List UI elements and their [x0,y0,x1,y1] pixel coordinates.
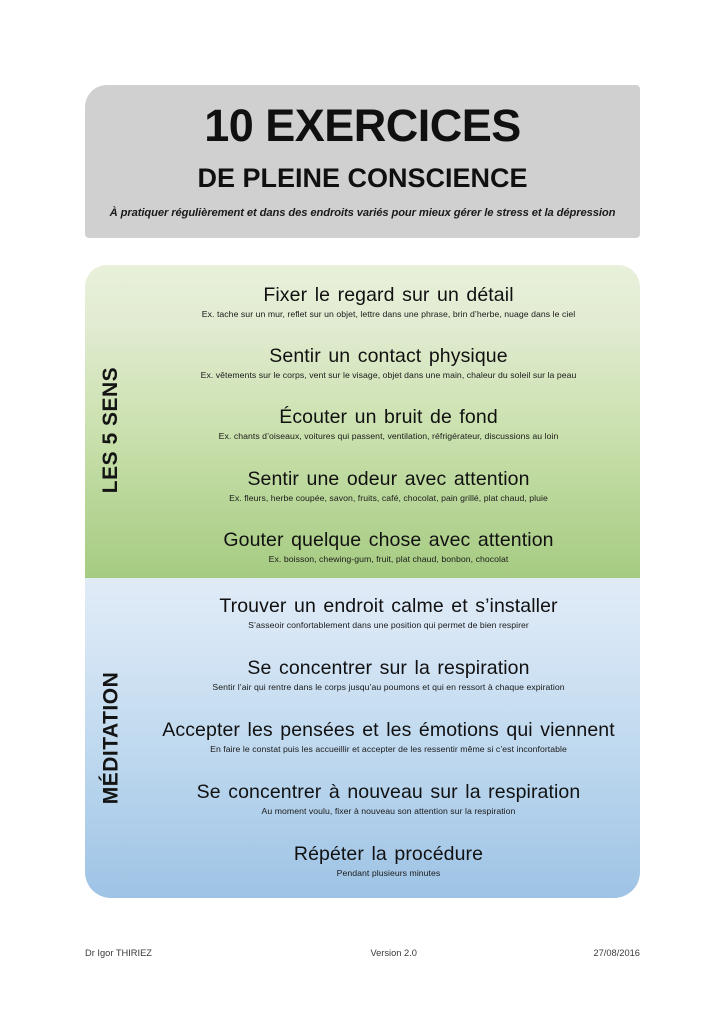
exercise-title: Répéter la procédure [293,843,484,865]
exercise-item: Se concentrer à nouveau sur la respirati… [137,781,640,816]
exercise-example: Ex. vêtements sur le corps, vent sur le … [200,370,577,381]
exercise-title: Sentir une odeur avec attention [247,468,530,490]
footer-version: Version 2.0 [370,948,417,958]
header-banner: 10 EXERCICES DE PLEINE CONSCIENCE À prat… [85,85,640,238]
exercise-item: Sentir un contact physique Ex. vêtements… [137,345,640,380]
section-label-meditation: MÉDITATION [85,638,137,838]
footer-date: 27/08/2016 [593,948,640,958]
exercise-item: Sentir une odeur avec attention Ex. fleu… [137,468,640,503]
exercise-title: Fixer le regard sur un détail [263,284,514,306]
exercise-example: Pendant plusieurs minutes [336,868,441,879]
section-meditation: MÉDITATION Trouver un endroit calme et s… [85,578,640,898]
exercise-item: Écouter un bruit de fond Ex. chants d’oi… [137,406,640,441]
page-subtitle: DE PLEINE CONSCIENCE [197,163,528,193]
exercise-item: Gouter quelque chose avec attention Ex. … [137,529,640,564]
exercise-title: Se concentrer sur la respiration [247,657,530,679]
exercise-title: Trouver un endroit calme et s’installer [219,595,558,617]
exercise-example: S’asseoir confortablement dans une posit… [248,620,529,631]
exercise-list-meditation: Trouver un endroit calme et s’installer … [137,578,640,898]
section-les-5-sens: LES 5 SENS Fixer le regard sur un détail… [85,265,640,578]
exercise-example: Ex. fleurs, herbe coupée, savon, fruits,… [229,493,548,504]
exercise-example: Ex. tache sur un mur, reflet sur un obje… [201,309,576,320]
footer-author: Dr Igor THIRIEZ [85,948,152,958]
section-label-les-5-sens: LES 5 SENS [85,365,137,495]
exercise-example: Au moment voulu, fixer à nouveau son att… [261,806,516,817]
exercise-item: Fixer le regard sur un détail Ex. tache … [137,284,640,319]
exercise-example: Ex. boisson, chewing-gum, fruit, plat ch… [268,554,509,565]
section-label-text: LES 5 SENS [99,366,123,494]
exercise-title: Se concentrer à nouveau sur la respirati… [196,781,581,803]
exercise-title: Accepter les pensées et les émotions qui… [162,719,615,741]
exercise-example: Sentir l’air qui rentre dans le corps ju… [212,682,565,693]
exercise-example: En faire le constat puis les accueillir … [210,744,567,755]
section-label-text: MÉDITATION [99,671,123,805]
exercise-item: Accepter les pensées et les émotions qui… [137,719,640,754]
exercise-example: Ex. chants d’oiseaux, voitures qui passe… [218,431,559,442]
exercise-item: Se concentrer sur la respiration Sentir … [137,657,640,692]
exercise-item: Trouver un endroit calme et s’installer … [137,595,640,630]
page-title: 10 EXERCICES [204,100,521,151]
exercise-list-les-5-sens: Fixer le regard sur un détail Ex. tache … [137,265,640,578]
exercise-item: Répéter la procédure Pendant plusieurs m… [137,843,640,878]
page-tagline: À pratiquer régulièrement et dans des en… [109,206,616,219]
exercise-title: Gouter quelque chose avec attention [223,529,554,551]
exercise-title: Écouter un bruit de fond [279,406,498,428]
document-footer: Dr Igor THIRIEZ Version 2.0 27/08/2016 [85,948,640,958]
exercise-title: Sentir un contact physique [269,345,508,367]
